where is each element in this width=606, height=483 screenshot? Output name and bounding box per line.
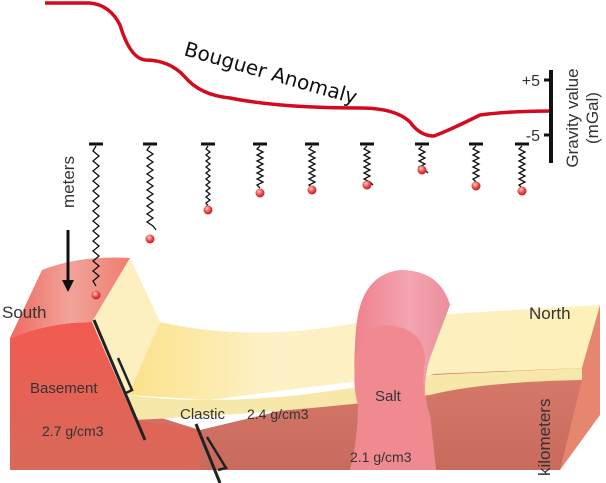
gravity-axis-label: Gravity value <box>563 68 582 167</box>
spring-gauge-9 <box>515 142 529 196</box>
spring-gauge-8 <box>469 142 483 191</box>
gravity-axis-unit: (mGal) <box>583 92 602 144</box>
arrowhead-icon <box>62 280 74 292</box>
spring-gauge-7 <box>415 142 429 175</box>
bouguer-anomaly-curve <box>45 1 553 138</box>
meters-label: meters <box>59 156 78 208</box>
gauge-mass-icon <box>517 186 527 196</box>
spring-gauge-6 <box>360 142 374 190</box>
geology-block <box>10 257 600 470</box>
chart-title: Bouguer Anomaly <box>182 37 360 109</box>
salt-density: 2.1 g/cm3 <box>350 449 412 465</box>
gauge-mass-icon <box>417 165 427 175</box>
basement-label: Basement <box>30 380 98 397</box>
clastic-label: Clastic <box>180 406 226 423</box>
gauge-mass-icon <box>255 188 265 198</box>
main-fault-line <box>92 319 147 441</box>
spring-gauge-2 <box>143 142 157 244</box>
spring-gauges <box>89 142 529 300</box>
gravity-axis: +5 -5 Gravity value (mGal) <box>522 68 602 167</box>
secondary-fault-line <box>194 423 222 483</box>
spring-gauge-1 <box>89 142 103 300</box>
spring-gauge-3 <box>201 142 215 215</box>
gauge-mass-icon <box>91 290 101 300</box>
clastic-density: 2.4 g/cm3 <box>247 406 309 422</box>
north-label: North <box>529 304 571 323</box>
south-label: South <box>2 303 46 322</box>
tick-plus-5: +5 <box>522 73 540 90</box>
gauge-mass-icon <box>362 180 372 190</box>
salt-label: Salt <box>375 388 402 405</box>
gauge-mass-icon <box>471 181 481 191</box>
spring-gauge-5 <box>305 142 319 195</box>
faults <box>92 319 228 483</box>
basement-density: 2.7 g/cm3 <box>42 423 104 439</box>
gauge-mass-icon <box>307 185 317 195</box>
tick-minus-5: -5 <box>526 128 540 145</box>
fault-slip-arrow-1 <box>116 357 134 395</box>
gauge-mass-icon <box>145 234 155 244</box>
fault-slip-arrow-2 <box>205 436 228 472</box>
kilometers-label: kilometers <box>535 399 554 476</box>
gauge-mass-icon <box>203 205 213 215</box>
spring-gauge-4 <box>253 142 267 198</box>
